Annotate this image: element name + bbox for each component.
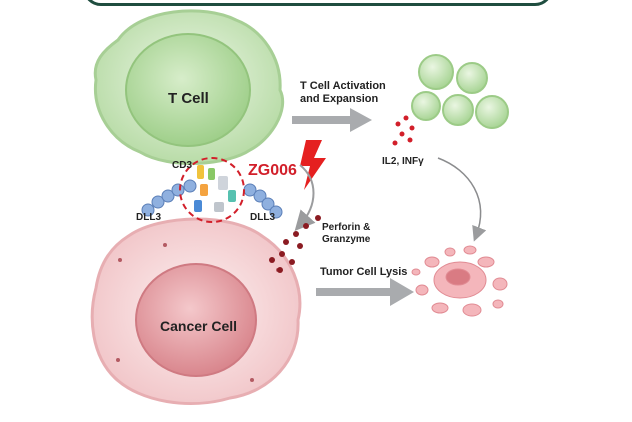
t-cell <box>93 9 285 166</box>
activation-arrow <box>292 108 372 132</box>
lightning-bolt-icon <box>300 140 326 190</box>
cytokines-label: IL2, INFγ <box>382 156 424 167</box>
activation-label-line2: and Expansion <box>300 93 379 105</box>
cd3-label: CD3 <box>172 160 193 171</box>
cytokine-dots <box>392 115 415 146</box>
dll3-receptors <box>141 179 283 219</box>
drug-label: ZG006 <box>248 162 297 179</box>
perforin-granzyme-dots <box>269 215 321 273</box>
lysed-tumor-fragments <box>411 245 508 317</box>
lysis-arrow <box>316 278 414 306</box>
curved-arrow-down <box>294 164 316 231</box>
cancer-cell <box>90 217 302 405</box>
activation-label-line1: T Cell Activation <box>300 80 386 92</box>
dll3-right-label: DLL3 <box>250 212 275 223</box>
zg006-complex <box>179 157 245 223</box>
cancer-cell-label: Cancer Cell <box>160 318 238 334</box>
lysis-label: Tumor Cell Lysis <box>320 266 408 278</box>
expansion-to-lysis-arrow <box>437 157 487 242</box>
perforin-label-line1: Perforin & <box>322 222 371 233</box>
perforin-label-line2: Granzyme <box>322 234 371 245</box>
expanded-t-cells <box>411 54 509 129</box>
t-cell-label: T Cell <box>168 90 209 107</box>
dll3-left-label: DLL3 <box>136 212 161 223</box>
